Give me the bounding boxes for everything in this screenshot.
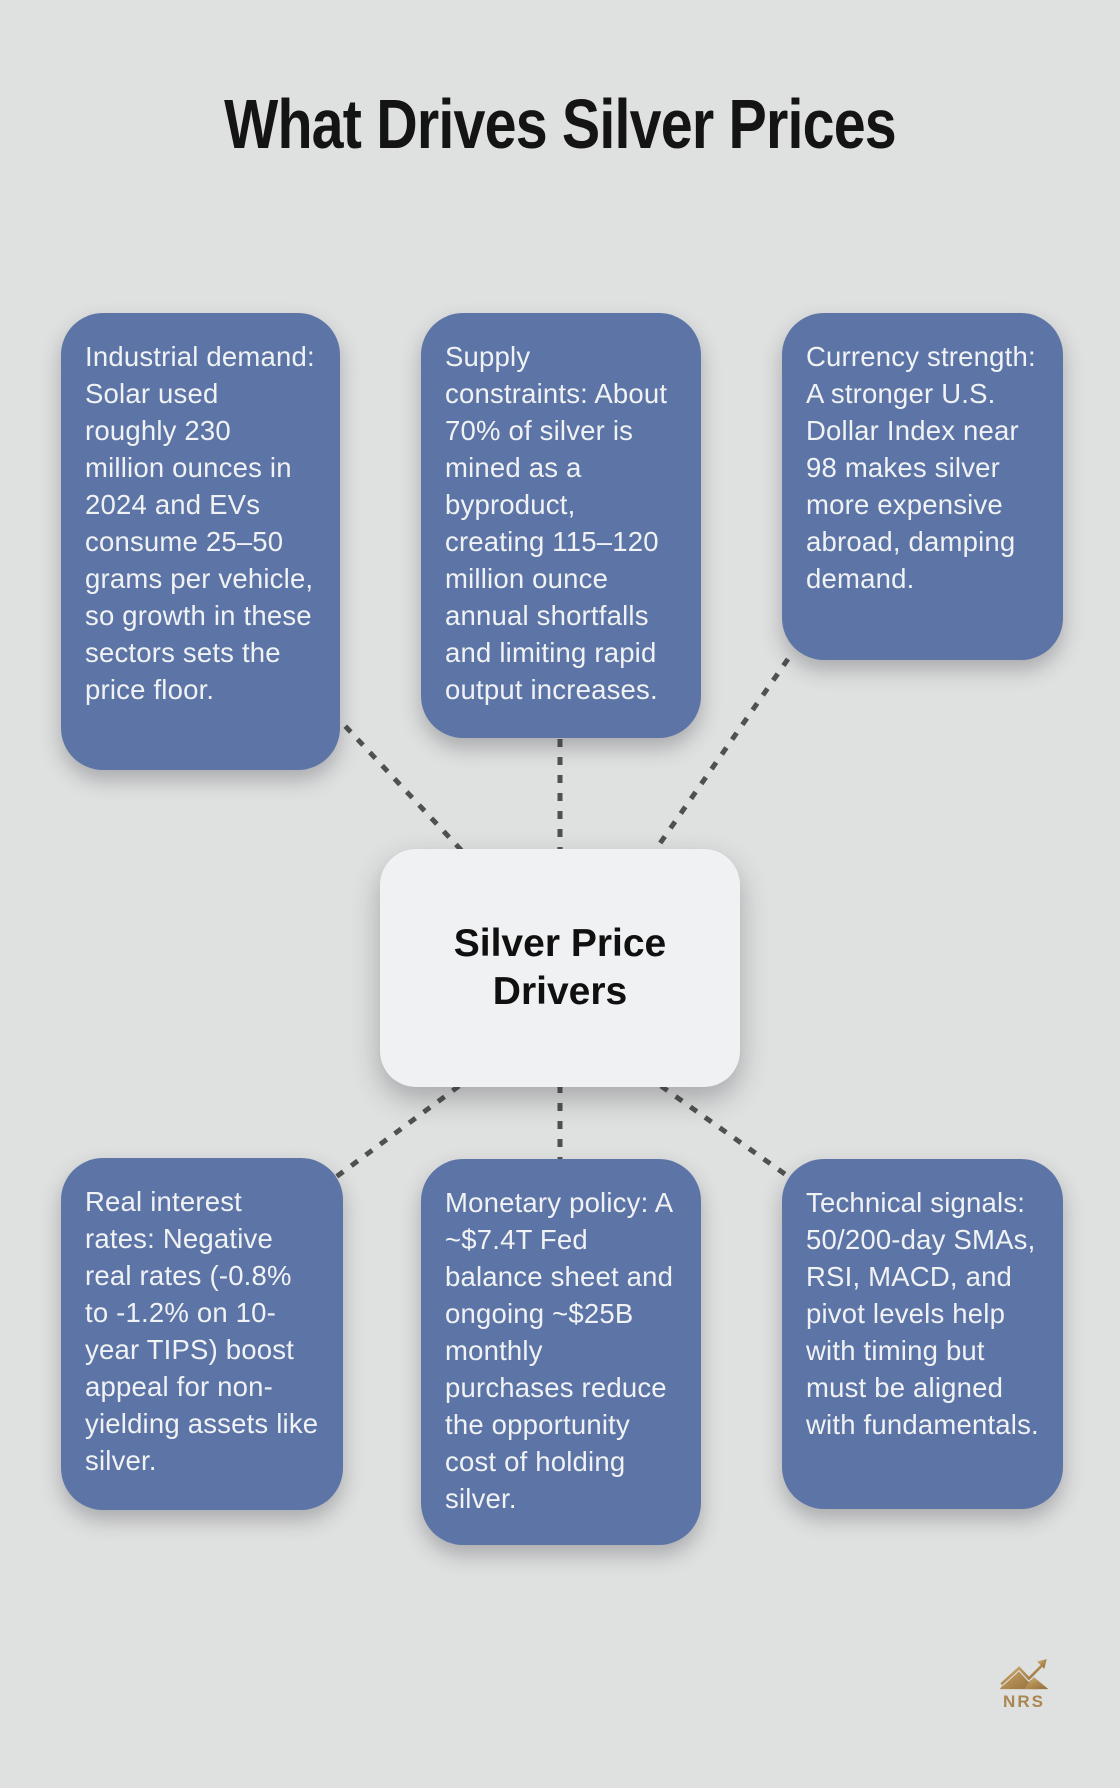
logo-text: NRS — [1003, 1692, 1045, 1711]
nrs-logo: NRS — [994, 1658, 1054, 1712]
connector-top-left — [331, 711, 465, 854]
driver-text-monetary-policy: Monetary policy: A ~$7.4T Fed balance sh… — [445, 1187, 674, 1514]
driver-text-industrial-demand: Industrial demand: Solar used roughly 23… — [85, 341, 315, 705]
driver-text-supply-constraints: Supply constraints: About 70% of silver … — [445, 341, 668, 705]
connector-bottom-left — [334, 1083, 461, 1180]
driver-card-currency-strength: Currency strength: A stronger U.S. Dolla… — [782, 313, 1063, 660]
connector-top-right — [651, 657, 791, 854]
driver-card-technical-signals: Technical signals: 50/200-day SMAs, RSI,… — [782, 1159, 1063, 1509]
driver-text-currency-strength: Currency strength: A stronger U.S. Dolla… — [806, 341, 1036, 594]
center-node: Silver Price Drivers — [380, 849, 740, 1087]
driver-card-monetary-policy: Monetary policy: A ~$7.4T Fed balance sh… — [421, 1159, 701, 1545]
driver-text-technical-signals: Technical signals: 50/200-day SMAs, RSI,… — [806, 1187, 1039, 1440]
driver-card-industrial-demand: Industrial demand: Solar used roughly 23… — [61, 313, 340, 770]
driver-card-supply-constraints: Supply constraints: About 70% of silver … — [421, 313, 701, 738]
mountain-arrow-icon — [999, 1659, 1049, 1690]
center-node-label: Silver Price Drivers — [453, 922, 667, 1013]
driver-card-real-interest-rates: Real interest rates: Negative real rates… — [61, 1158, 343, 1510]
driver-text-real-interest-rates: Real interest rates: Negative real rates… — [85, 1186, 319, 1476]
page-title: What Drives Silver Prices — [224, 85, 897, 163]
connector-bottom-right — [659, 1083, 791, 1180]
